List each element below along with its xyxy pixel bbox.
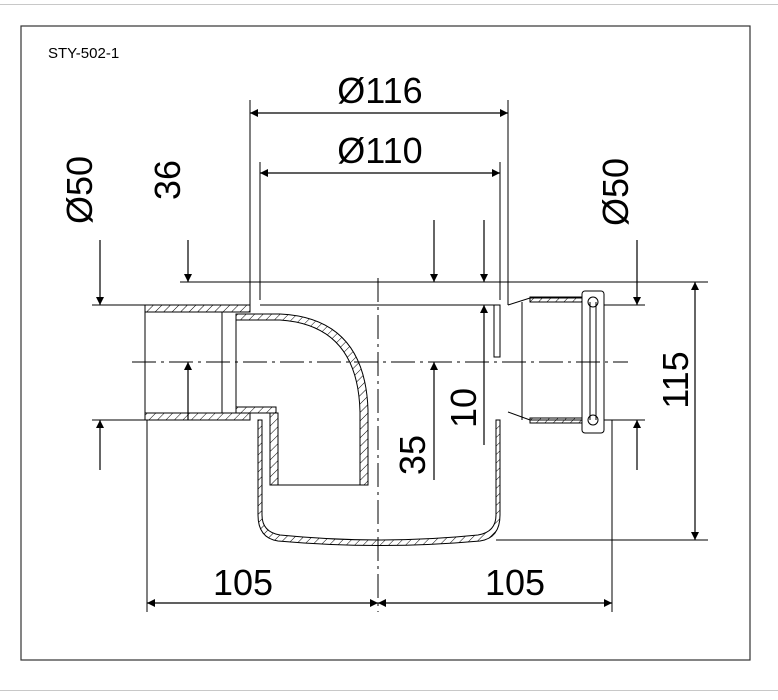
trap-body — [144, 282, 612, 546]
dim-total-height: 115 — [655, 351, 696, 408]
dimension-lines — [96, 109, 699, 607]
dim-inlet-offset: 36 — [147, 160, 188, 200]
top-divider — [0, 4, 778, 5]
center-lines — [132, 278, 628, 612]
dim-outlet-offset: 10 — [443, 388, 484, 428]
dim-outlet-diameter: Ø50 — [595, 158, 636, 226]
dim-water-seal: 35 — [392, 435, 433, 475]
seal-ring-top-icon — [587, 296, 599, 308]
dim-right-length: 105 — [485, 562, 545, 603]
extension-lines — [92, 100, 708, 612]
seal-ring-bottom-icon — [587, 414, 599, 426]
drawing-frame — [20, 25, 751, 661]
dim-inner-diameter: Ø110 — [337, 130, 422, 171]
model-code: STY-502-1 — [48, 45, 119, 62]
bottom-divider — [0, 690, 778, 691]
dim-outer-diameter: Ø116 — [337, 70, 422, 111]
dim-left-length: 105 — [213, 562, 273, 603]
dim-inlet-diameter: Ø50 — [59, 156, 100, 224]
